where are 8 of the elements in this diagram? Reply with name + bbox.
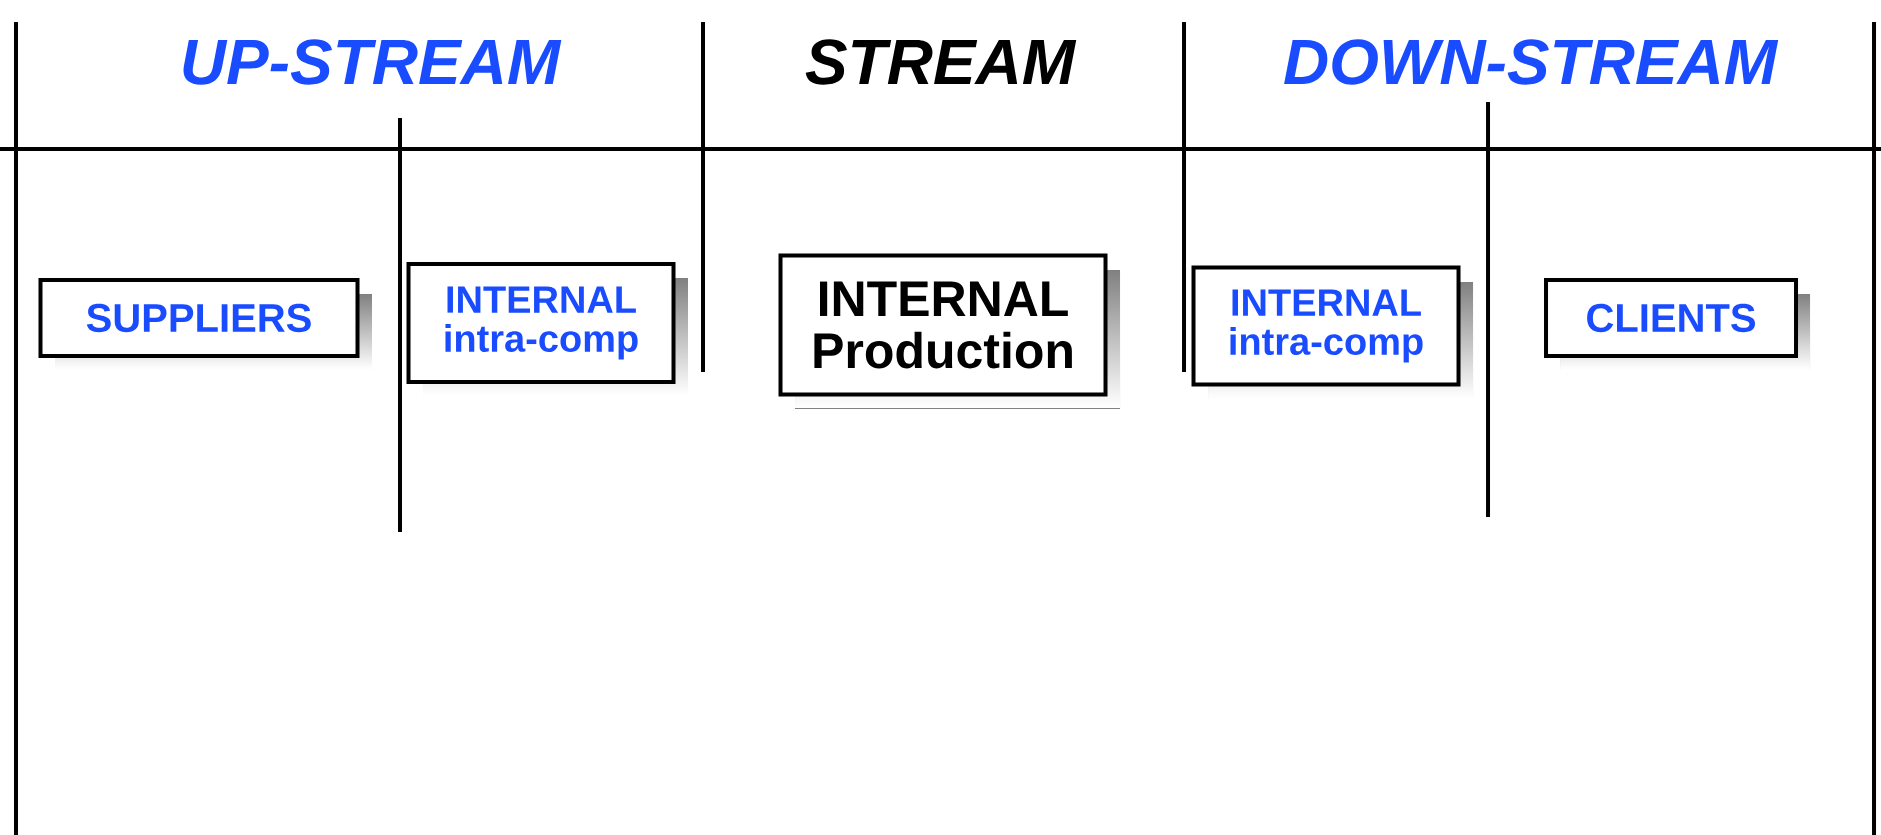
heading: UP-STREAM <box>183 39 562 85</box>
process-box: INTERNAL intra-comp <box>406 262 688 396</box>
heading: STREAM <box>805 39 1077 85</box>
process-box: INTERNAL Production <box>778 253 1120 409</box>
process-box: SUPPLIERS <box>38 278 372 370</box>
heading: DOWN-STREAM <box>1284 39 1779 85</box>
process-box: CLIENTS <box>1544 278 1811 370</box>
process-box: INTERNAL intra-comp <box>1191 265 1473 399</box>
